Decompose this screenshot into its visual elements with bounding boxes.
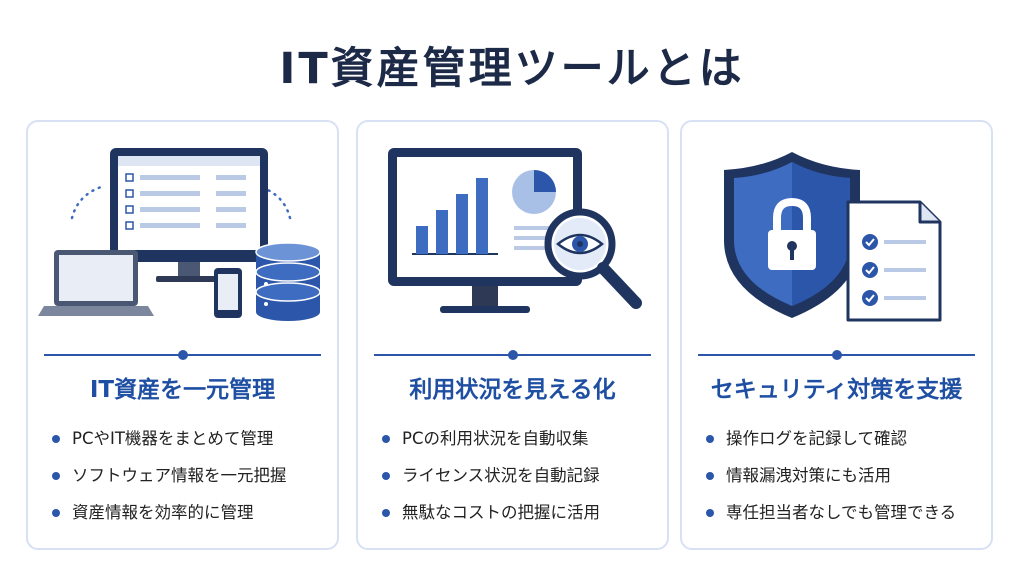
feature-card-asset-management: IT資産を一元管理 PCやIT機器をまとめて管理 ソフトウェア情報を一元把握 資… (26, 120, 339, 550)
card-divider (44, 350, 321, 360)
page-title: IT資産管理ツールとは (279, 44, 745, 94)
list-item: ライセンス状況を自動記録 (380, 463, 657, 500)
feature-card-security-support: セキュリティ対策を支援 操作ログを記録して確認 情報漏洩対策にも活用 専任担当者… (680, 120, 993, 550)
monitor-chart-magnifier-icon (388, 148, 642, 313)
list-item: 資産情報を効率的に管理 (50, 500, 327, 537)
bullet-list: PCやIT機器をまとめて管理 ソフトウェア情報を一元把握 資産情報を効率的に管理 (50, 426, 327, 537)
card-divider (698, 350, 975, 360)
list-item: 無駄なコストの把握に活用 (380, 500, 657, 537)
list-item: 専任担当者なしでも管理できる (704, 500, 981, 537)
bullet-list: 操作ログを記録して確認 情報漏洩対策にも活用 専任担当者なしでも管理できる (704, 426, 981, 537)
list-item: ソフトウェア情報を一元把握 (50, 463, 327, 500)
computer-devices-database-icon (38, 148, 321, 321)
feature-card-usage-visibility: 利用状況を見える化 PCの利用状況を自動収集 ライセンス状況を自動記録 無駄なコ… (356, 120, 669, 550)
card-title: IT資産を一元管理 (89, 377, 276, 403)
card-title: セキュリティ対策を支援 (710, 377, 963, 403)
list-item: 情報漏洩対策にも活用 (704, 463, 981, 500)
list-item: PCやIT機器をまとめて管理 (50, 426, 327, 463)
bullet-list: PCの利用状況を自動収集 ライセンス状況を自動記録 無駄なコストの把握に活用 (380, 426, 657, 537)
shield-lock-document-icon (724, 152, 942, 322)
card-divider (374, 350, 651, 360)
card-title: 利用状況を見える化 (409, 377, 616, 403)
list-item: PCの利用状況を自動収集 (380, 426, 657, 463)
list-item: 操作ログを記録して確認 (704, 426, 981, 463)
